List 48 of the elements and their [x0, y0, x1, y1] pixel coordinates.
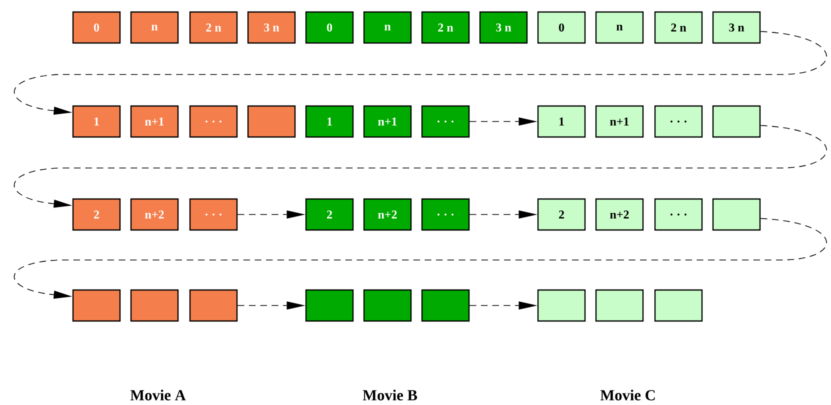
empty-box [247, 105, 296, 138]
cell-box: 1 [305, 105, 354, 138]
empty-box [712, 105, 761, 138]
cell-box: 2 [72, 198, 121, 231]
cell-box: . . . [654, 105, 703, 138]
arrow [14, 125, 827, 208]
cell-box: 2 [537, 198, 586, 231]
caption-label: Movie A [130, 390, 186, 400]
cell-box: n+1 [595, 105, 644, 138]
cell-box: n+1 [363, 105, 412, 138]
cell-box: n [595, 11, 644, 44]
cell-box: 1 [537, 105, 586, 138]
cell-box: 0 [305, 11, 354, 44]
empty-box [654, 289, 703, 322]
cell-box: 3 n [712, 11, 761, 44]
cell-box: . . . [189, 198, 238, 231]
cell-box: 3 n [247, 11, 296, 44]
arrow [14, 31, 827, 115]
cell-box: . . . [654, 198, 703, 231]
cell-box: n+1 [130, 105, 179, 138]
cell-box: n [363, 11, 412, 44]
cell-box: 0 [537, 11, 586, 44]
cell-box: n+2 [595, 198, 644, 231]
empty-box [537, 289, 586, 322]
cell-box: 3 n [479, 11, 528, 44]
cell-box: 2 n [421, 11, 470, 44]
cell-box: 0 [72, 11, 121, 44]
arrow [14, 218, 827, 299]
caption-label: Movie B [362, 390, 418, 400]
empty-box [363, 289, 412, 322]
cell-box: . . . [421, 198, 470, 231]
cell-box: 2 n [189, 11, 238, 44]
cell-box: n+2 [130, 198, 179, 231]
cell-box: 1 [72, 105, 121, 138]
empty-box [712, 198, 761, 231]
empty-box [595, 289, 644, 322]
cell-box: n+2 [363, 198, 412, 231]
caption-label: Movie C [600, 390, 655, 400]
empty-box [130, 289, 179, 322]
empty-box [72, 289, 121, 322]
empty-box [421, 289, 470, 322]
cell-box: 2 n [654, 11, 703, 44]
cell-box: . . . [189, 105, 238, 138]
empty-box [189, 289, 238, 322]
empty-box [305, 289, 354, 322]
cell-box: . . . [421, 105, 470, 138]
cell-box: n [130, 11, 179, 44]
cell-box: 2 [305, 198, 354, 231]
